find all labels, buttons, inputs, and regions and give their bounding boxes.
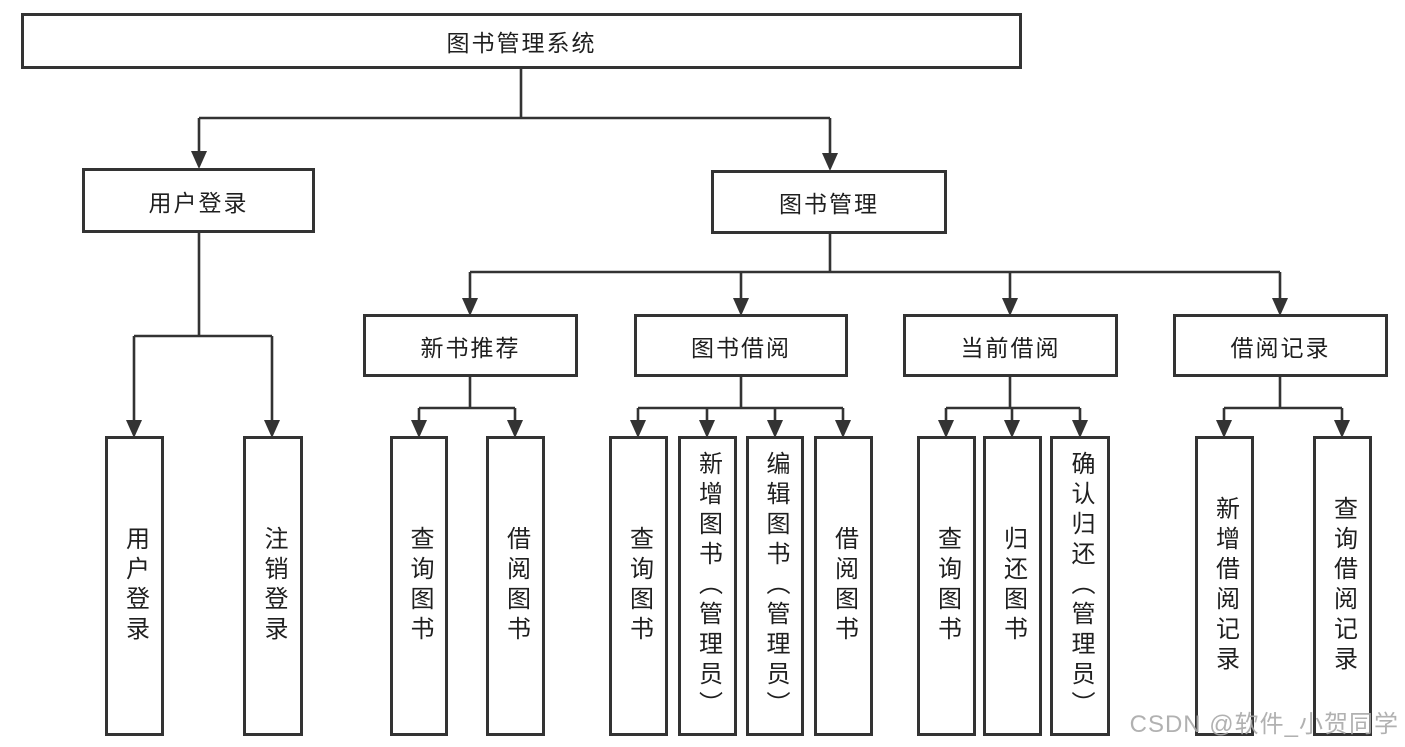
node-user-login-label: 用户登录 [148,189,249,216]
connector-segments [132,69,1344,422]
node-book-borrowing: 图书借阅 [634,314,848,377]
leaf-cb-query-books: 查询图书 [917,436,976,736]
leaf-br-query-record-label: 查询借阅记录 [1329,496,1357,676]
leaf-br-add-record: 新增借阅记录 [1195,436,1254,736]
leaf-bb-add-books-label: 新增图书（管理员） [694,451,722,721]
leaf-user-login: 用户登录 [105,436,164,736]
node-borrowing-records-label: 借阅记录 [1230,334,1331,361]
leaf-cb-query-books-label: 查询图书 [933,526,961,646]
node-book-management: 图书管理 [711,170,947,234]
node-new-book-recommend: 新书推荐 [363,314,578,377]
watermark: CSDN @软件_小贺同学 [1129,711,1399,738]
leaf-user-login-label: 用户登录 [121,526,149,646]
leaf-bb-borrow-books-label: 借阅图书 [830,526,858,646]
leaf-cb-confirm-return-label: 确认归还（管理员） [1067,451,1094,721]
node-book-borrowing-label: 图书借阅 [691,334,791,361]
leaf-bb-query-books: 查询图书 [609,436,668,736]
leaf-br-add-record-label: 新增借阅记录 [1211,496,1239,676]
leaf-nbr-borrow-books-label: 借阅图书 [502,526,530,646]
leaf-logout-label: 注销登录 [260,526,287,646]
leaf-bb-edit-books: 编辑图书（管理员） [746,436,804,736]
node-current-borrowing: 当前借阅 [903,314,1118,377]
node-user-login: 用户登录 [82,168,315,233]
leaf-cb-return-books-label: 归还图书 [999,526,1027,646]
leaf-bb-edit-books-label: 编辑图书（管理员） [762,451,789,721]
arrowheads [126,151,1350,438]
leaf-nbr-borrow-books: 借阅图书 [486,436,545,736]
node-book-management-label: 图书管理 [779,191,879,217]
node-new-book-recommend-label: 新书推荐 [420,334,521,361]
leaf-cb-confirm-return: 确认归还（管理员） [1050,436,1110,736]
leaf-bb-query-books-label: 查询图书 [625,526,653,646]
leaf-bb-borrow-books: 借阅图书 [814,436,873,736]
leaf-br-query-record: 查询借阅记录 [1313,436,1372,736]
leaf-nbr-query-books: 查询图书 [390,436,448,736]
node-root-label: 图书管理系统 [446,30,597,56]
leaf-bb-add-books: 新增图书（管理员） [678,436,737,736]
node-root: 图书管理系统 [21,13,1022,69]
node-borrowing-records: 借阅记录 [1173,314,1388,377]
leaf-cb-return-books: 归还图书 [983,436,1042,736]
leaf-nbr-query-books-label: 查询图书 [406,526,433,646]
node-current-borrowing-label: 当前借阅 [960,334,1061,361]
leaf-logout: 注销登录 [243,436,303,736]
